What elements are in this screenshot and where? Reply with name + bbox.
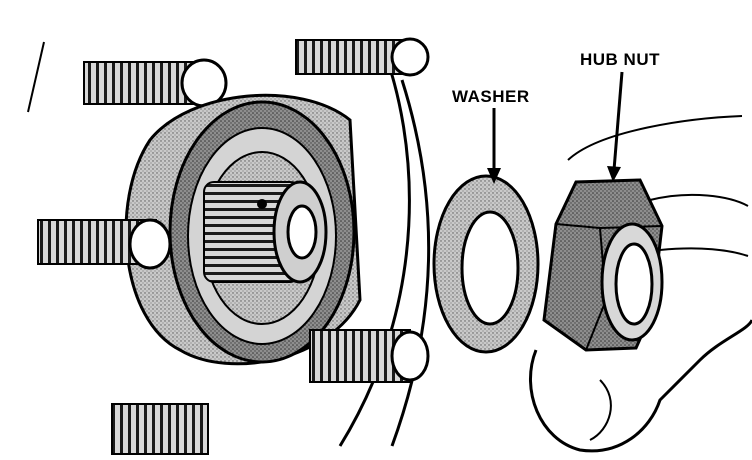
hub-nut-leader-line: [612, 71, 624, 171]
washer: [432, 174, 540, 354]
washer-label: WASHER: [452, 87, 530, 106]
hand-holding-nut: [529, 115, 752, 453]
hub-nut-leader-arrowhead: [607, 166, 621, 182]
wheel-stud-upper-left: [83, 58, 228, 108]
hub-nut: [542, 178, 664, 352]
hub-nut-label: HUB NUT: [580, 50, 660, 69]
wheel-stud-bottom-left: [111, 403, 209, 455]
wheel-rim-arc-outer: [338, 39, 411, 447]
wheel-stud-left: [37, 218, 172, 270]
spindle-threaded-end: [203, 180, 328, 284]
wheel-stud-lower: [309, 329, 430, 383]
washer-leader-arrowhead: [487, 168, 501, 184]
wheel-rim-arc-inner: [390, 79, 431, 447]
wheel-stud-top: [295, 37, 430, 77]
edge-line: [27, 41, 45, 113]
